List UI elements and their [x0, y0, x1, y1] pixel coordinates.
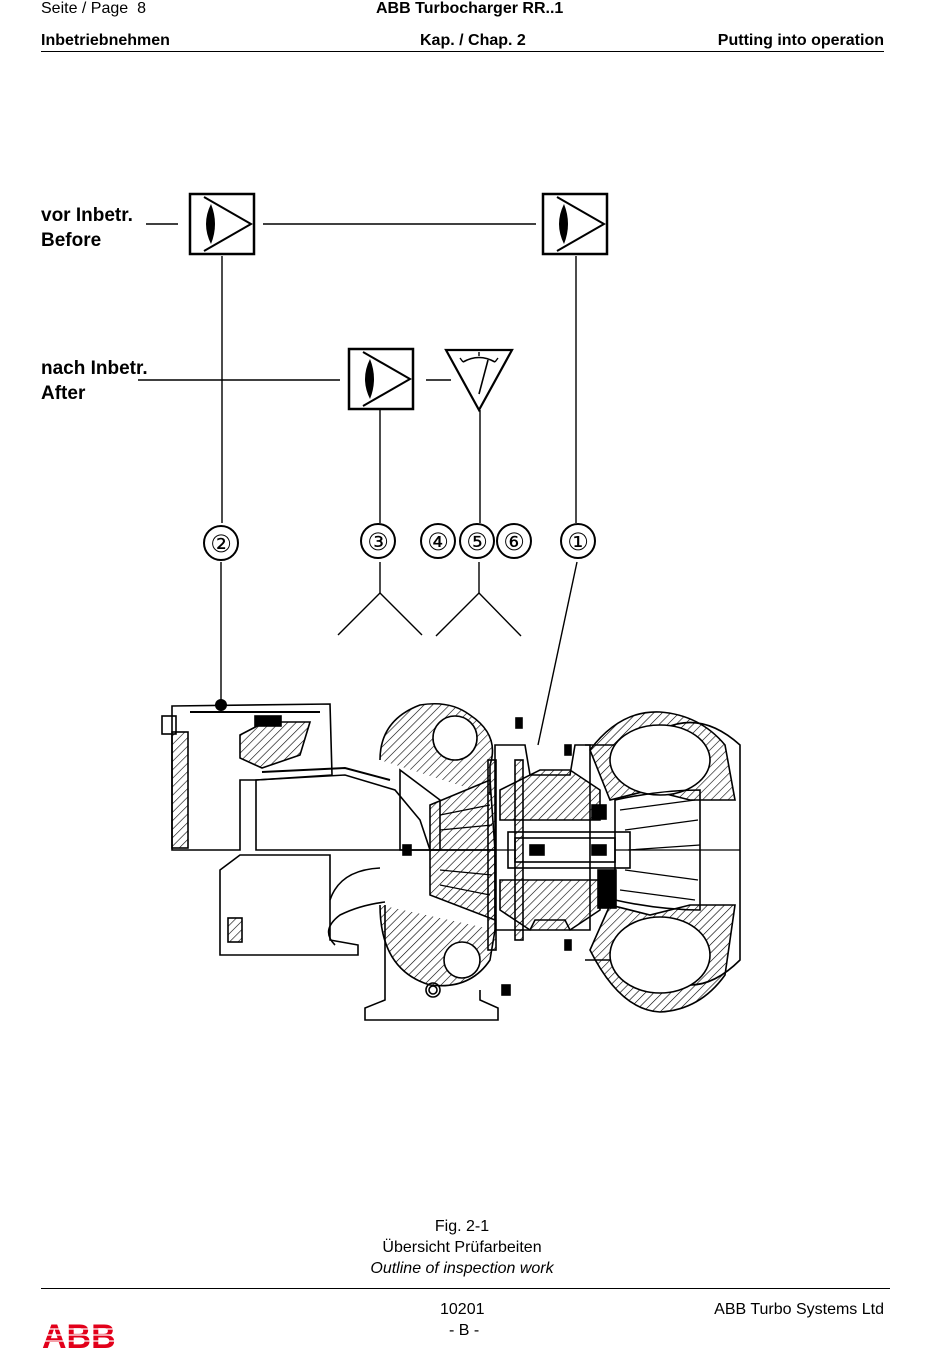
eye-icon: [188, 192, 256, 256]
eye-icon: [347, 347, 415, 411]
callouts: [203, 523, 596, 561]
before-label-de: vor Inbetr.: [41, 205, 133, 226]
callout-2: ②: [210, 531, 232, 558]
before-label: vor Inbetr. Before: [41, 203, 133, 253]
header-rule: [41, 51, 884, 52]
figure-number: Fig. 2-1: [434, 1218, 490, 1235]
figure-title-en: Outline of inspection work: [370, 1260, 554, 1277]
abb-logo-text: ABB: [42, 1320, 116, 1352]
revision: - B -: [449, 1322, 480, 1339]
connector-lines: [138, 223, 578, 746]
page-number: 8: [137, 0, 146, 17]
section-title-en: Putting into operation: [717, 32, 884, 49]
callout-3: ③: [367, 529, 389, 556]
section-title-de: Inbetriebnehmen: [41, 32, 170, 49]
figure-title-de: Übersicht Prüfarbeiten: [382, 1239, 542, 1256]
gauge-icon: [444, 348, 514, 413]
after-label: nach Inbetr. After: [41, 356, 148, 406]
abb-logo: ABB: [42, 1320, 118, 1352]
footer-rule: [41, 1288, 890, 1289]
callout-6: ⑥: [503, 529, 525, 556]
eye-icon: [541, 192, 609, 256]
callout-4: ④: [427, 529, 449, 556]
figure-caption: Fig. 2-1 Übersicht Prüfarbeiten Outline …: [262, 1216, 662, 1279]
page-label: Seite / Page: [41, 0, 129, 17]
callout-1: ①: [567, 529, 589, 556]
chapter-label: Kap. / Chap. 2: [420, 32, 526, 49]
product-title: ABB Turbocharger RR..1: [376, 0, 564, 17]
page-label-group: Seite / Page 8: [41, 0, 146, 18]
after-label-de: nach Inbetr.: [41, 358, 148, 379]
company-name: ABB Turbo Systems Ltd: [714, 1301, 884, 1318]
callout-5: ⑤: [466, 529, 488, 556]
before-label-en: Before: [41, 230, 102, 251]
after-label-en: After: [41, 383, 86, 404]
turbocharger-cross-section: [161, 702, 741, 1021]
doc-number: 10201: [440, 1301, 485, 1318]
